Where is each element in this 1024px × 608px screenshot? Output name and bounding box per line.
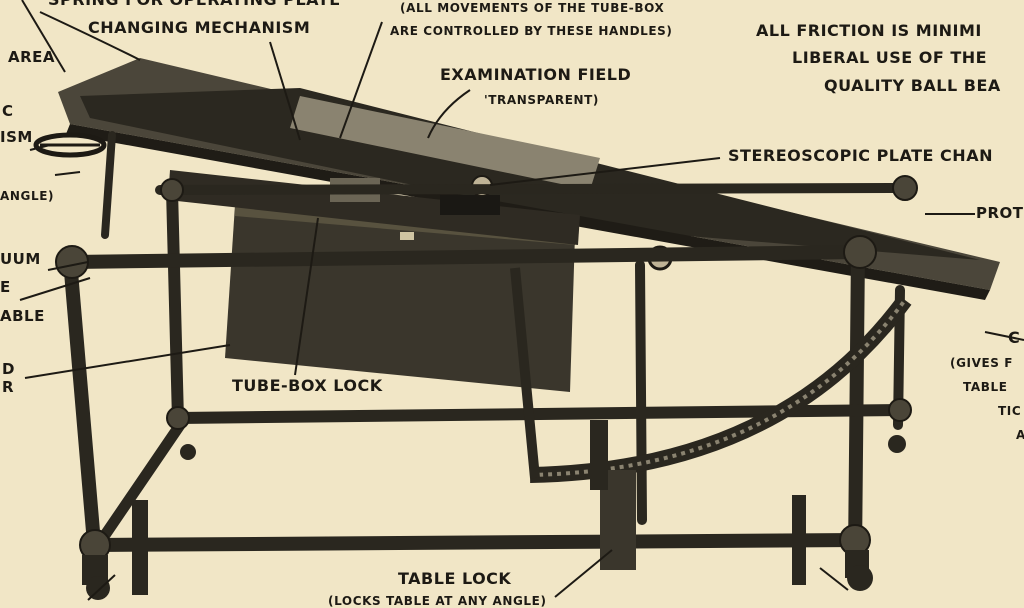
- label-left-able: ABLE: [0, 307, 45, 325]
- label-right-table: TABLE: [963, 380, 1008, 394]
- label-left-uum: UUM: [0, 250, 41, 268]
- label-tube-box-lock: TUBE-BOX LOCK: [232, 376, 383, 395]
- label-right-a: A: [1016, 428, 1024, 442]
- angle-quadrant: [510, 267, 912, 483]
- label-handles-2: ARE CONTROLLED BY THESE HANDLES): [390, 24, 673, 38]
- label-left-angle: ANGLE): [0, 189, 55, 203]
- label-area: AREA: [8, 48, 56, 66]
- label-right-gives: (GIVES F: [950, 356, 1014, 370]
- label-table-lock: TABLE LOCK: [398, 569, 512, 588]
- casters: [82, 435, 906, 600]
- label-left-e: E: [0, 278, 11, 296]
- label-left-c: C: [2, 102, 14, 120]
- label-spring-plate-2: CHANGING MECHANISM: [88, 18, 311, 37]
- label-examination-transparent: 'TRANSPARENT): [484, 93, 600, 107]
- label-handles-1: (ALL MOVEMENTS OF THE TUBE-BOX: [400, 1, 665, 15]
- label-friction-1: ALL FRICTION IS MINIMI: [756, 21, 982, 40]
- label-table-lock-sub: (LOCKS TABLE AT ANY ANGLE): [328, 594, 547, 608]
- label-friction-2: LIBERAL USE OF THE: [792, 48, 988, 67]
- label-friction-3: QUALITY BALL BEA: [824, 76, 1001, 95]
- tubular-frame: [63, 131, 910, 562]
- label-left-ism: ISM: [0, 128, 33, 146]
- label-right-c: C: [1008, 328, 1021, 347]
- label-left-d: D: [2, 360, 15, 378]
- table-lock-bracket: [590, 420, 636, 570]
- label-right-tic: TIC: [998, 404, 1022, 418]
- label-prot: PROT: [976, 204, 1024, 222]
- table-top: [58, 58, 1000, 300]
- label-spring-plate-1: SPRING FOR OPERATING PLATE: [48, 0, 341, 8]
- label-examination-field: EXAMINATION FIELD: [440, 65, 632, 84]
- label-left-r: R: [2, 378, 15, 396]
- leader-lines: [19, 0, 1024, 601]
- frame-joints: [55, 175, 918, 561]
- label-stereoscopic-plate-changer: STEREOSCOPIC PLATE CHAN: [728, 146, 993, 165]
